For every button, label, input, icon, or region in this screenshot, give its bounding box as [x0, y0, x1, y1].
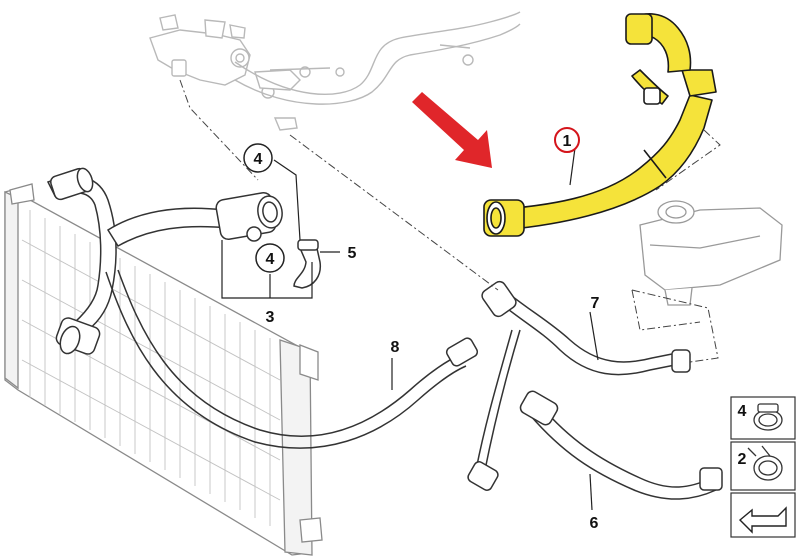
legend-label-4: 4 — [738, 403, 747, 420]
direction-arrow-icon — [738, 506, 787, 534]
spring-clamp-icon — [747, 445, 783, 481]
callout-5: 5 — [348, 245, 357, 262]
svg-text:4: 4 — [254, 151, 263, 168]
expansion-tank — [639, 200, 783, 306]
hose-clamp-icon — [753, 403, 783, 431]
callout-6: 6 — [590, 515, 599, 532]
callout-8: 8 — [391, 339, 400, 356]
radiator-fins — [21, 210, 281, 526]
ghost-thermostat-housing — [149, 14, 474, 131]
leader-lines — [179, 79, 721, 363]
callout-1: 1 — [554, 127, 580, 153]
legend-label-2: 2 — [738, 451, 747, 468]
callout-4-top: 4 — [243, 143, 273, 173]
bypass-hose — [519, 390, 723, 500]
radiator — [4, 183, 323, 556]
red-pointer-arrow-icon — [412, 92, 492, 168]
callout-leaders — [221, 147, 599, 511]
svg-text:1: 1 — [563, 133, 572, 150]
upper-radiator-hose — [46, 167, 283, 355]
legend-panel: 4 2 — [730, 396, 796, 538]
callout-3: 3 — [266, 309, 275, 326]
svg-text:4: 4 — [266, 251, 275, 268]
expansion-tank-hose — [467, 280, 691, 491]
highlighted-coolant-hose — [483, 13, 717, 237]
lower-radiator-hose — [105, 269, 479, 449]
small-hose — [293, 239, 322, 289]
callout-7: 7 — [591, 295, 600, 312]
callout-4-middle: 4 — [255, 243, 285, 273]
ghost-pipe — [234, 11, 521, 105]
